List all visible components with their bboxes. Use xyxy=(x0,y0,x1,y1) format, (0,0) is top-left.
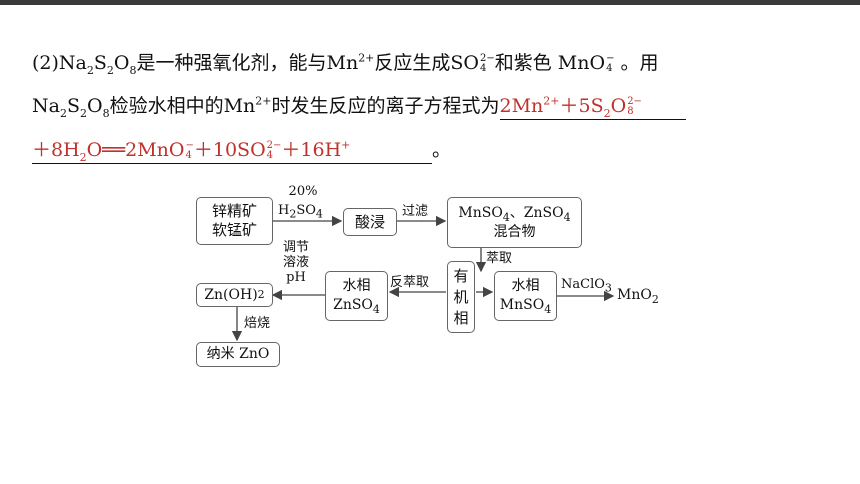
text: ZnSO xyxy=(333,297,373,313)
subscript: 8 xyxy=(129,63,137,77)
charge: − xyxy=(606,53,615,64)
subscript: 2 xyxy=(651,292,659,306)
text: S xyxy=(93,52,107,74)
charge: − xyxy=(185,140,194,151)
text: pH xyxy=(286,270,306,285)
superscript: 2+ xyxy=(255,94,272,108)
superscript: 2+ xyxy=(543,94,560,108)
naclo3-label: NaClO3 xyxy=(561,277,612,295)
text: 反应生成SO xyxy=(374,52,479,74)
ion-charge: −4 xyxy=(606,54,614,74)
mno2-product: MnO2 xyxy=(617,287,659,306)
count: 4 xyxy=(266,150,274,161)
adjust-ph-label: 调节 溶液 pH xyxy=(283,240,309,285)
ore-box: 锌精矿 软锰矿 xyxy=(196,197,273,245)
mix-box: MnSO4、ZnSO4 混合物 xyxy=(447,197,582,248)
subscript: 2 xyxy=(86,63,94,77)
subscript: 4 xyxy=(502,210,510,224)
count: 4 xyxy=(606,63,613,74)
answer-text: O══2MnO xyxy=(86,139,185,161)
superscript: 2+ xyxy=(358,51,375,65)
aqueous-mn-box: 水相 MnSO4 xyxy=(494,271,557,321)
roast-label: 焙烧 xyxy=(244,316,271,331)
subscript: 4 xyxy=(315,207,323,221)
subscript: 2 xyxy=(289,207,297,221)
charge: 2− xyxy=(480,53,495,64)
subscript: 8 xyxy=(102,106,110,120)
subscript: 2 xyxy=(106,63,114,77)
subscript: 2 xyxy=(79,150,87,164)
znoh2-box: Zn(OH)2 xyxy=(196,283,273,307)
count: 8 xyxy=(627,106,634,117)
text: 时发生反应的离子方程式为 xyxy=(271,95,500,117)
answer-text: 2Mn xyxy=(499,95,544,117)
text: 。用 xyxy=(614,52,659,74)
aq-label: 水相 xyxy=(511,278,540,294)
aqueous-zn-box: 水相 ZnSO4 xyxy=(325,271,388,321)
reagent-percent: 20% xyxy=(288,184,318,199)
answer-text: ＋16H xyxy=(281,139,342,161)
text: S xyxy=(66,95,80,117)
text: O xyxy=(86,95,103,117)
subscript: 2 xyxy=(59,106,67,120)
text: (2)Na xyxy=(32,52,87,74)
ion-charge: 2−4 xyxy=(267,141,282,161)
text: MnSO xyxy=(499,297,545,313)
superscript: + xyxy=(341,138,351,152)
text: 检验水相中的Mn xyxy=(109,95,256,117)
ion-charge: 2−8 xyxy=(627,97,642,117)
subscript: 4 xyxy=(563,210,571,224)
text: 是一种强氧化剂，能与Mn xyxy=(136,52,359,74)
top-bar xyxy=(0,0,860,5)
text: O xyxy=(113,52,130,74)
subscript: 3 xyxy=(604,281,612,295)
nano-zno-box: 纳米 ZnO xyxy=(196,342,280,367)
count: 4 xyxy=(185,150,192,161)
answer-text: ＋8H xyxy=(32,139,80,161)
aq-formula: MnSO4 xyxy=(500,296,551,315)
text: NaClO xyxy=(561,277,605,292)
subscript: 4 xyxy=(544,302,552,316)
back-extract-label: 反萃取 xyxy=(390,275,430,290)
text: 。 xyxy=(432,139,452,161)
text: MnSO xyxy=(458,204,503,221)
text: 溶液 xyxy=(283,255,310,270)
text: H xyxy=(278,203,290,218)
organic-phase-box: 有 机 相 xyxy=(447,261,475,333)
filter-label: 过滤 xyxy=(402,204,429,219)
mix-formula: MnSO4、ZnSO4 xyxy=(458,204,570,223)
acid-leach-box: 酸浸 xyxy=(343,208,397,236)
aq-label: 水相 xyxy=(342,278,371,294)
count: 4 xyxy=(480,63,487,74)
subscript: 4 xyxy=(372,302,380,316)
ion-charge: 2−4 xyxy=(480,54,495,74)
text: Na xyxy=(32,95,60,117)
charge: 2− xyxy=(627,96,642,107)
aq-formula: ZnSO4 xyxy=(333,296,380,315)
text: 、ZnSO xyxy=(509,204,564,221)
ion-charge: −4 xyxy=(185,141,193,161)
text: MnO xyxy=(617,287,652,303)
text: 和紫色 MnO xyxy=(494,52,606,74)
charge: 2− xyxy=(266,140,282,151)
text: 调节 xyxy=(283,240,310,255)
answer-text: ＋10SO xyxy=(193,139,266,161)
text: Zn(OH) xyxy=(204,286,258,303)
reagent-h2so4: H2SO4 xyxy=(278,203,323,221)
subscript: 2 xyxy=(603,106,611,120)
mix-label: 混合物 xyxy=(493,223,536,240)
extract-label: 萃取 xyxy=(486,251,513,266)
subscript: 2 xyxy=(79,106,87,120)
answer-text: ＋5S xyxy=(559,95,604,117)
answer-text: O xyxy=(610,95,627,117)
text: SO xyxy=(296,203,316,218)
